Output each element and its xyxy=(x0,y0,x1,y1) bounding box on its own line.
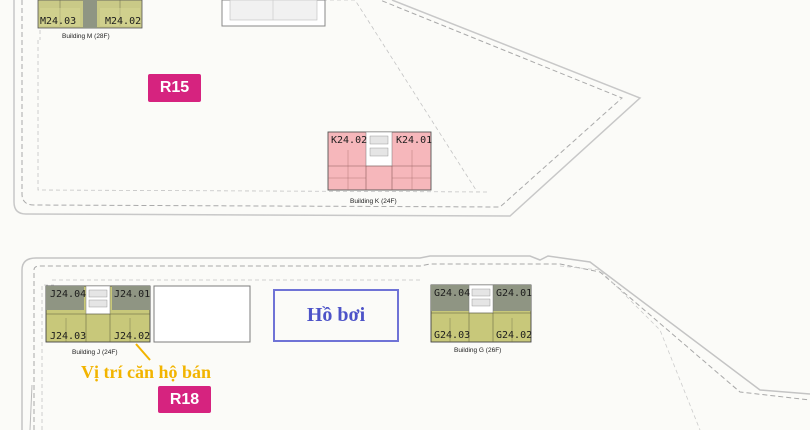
unit-label-m2402: M24.02 xyxy=(105,16,141,27)
amenity-area xyxy=(153,285,251,343)
building-m-caption: Building M (28F) xyxy=(62,33,110,40)
unit-label-g2403: G24.03 xyxy=(434,330,470,341)
unit-label-g2404: G24.04 xyxy=(434,288,470,299)
unit-label-g2402: G24.02 xyxy=(496,330,532,341)
top-structure xyxy=(221,0,326,27)
building-j-caption: Building J (24F) xyxy=(72,349,118,356)
note-pointer xyxy=(135,343,151,361)
building-j: J24.04 J24.01 J24.03 J24.02 Building J (… xyxy=(45,285,151,356)
unit-label-j2401: J24.01 xyxy=(114,289,150,300)
unit-label-m2403: M24.03 xyxy=(40,16,76,27)
unit-label-g2401: G24.01 xyxy=(496,288,532,299)
building-m: M24.03 M24.02 Building M (28F) xyxy=(37,0,143,40)
block-r18-outline xyxy=(21,255,810,430)
zone-badge-r18: R18 xyxy=(158,386,211,413)
sale-location-note: Vị trí căn hộ bán xyxy=(81,362,212,382)
building-k-caption: Building K (24F) xyxy=(350,198,397,205)
unit-label-j2403: J24.03 xyxy=(50,331,86,342)
unit-label-j2402: J24.02 xyxy=(114,331,150,342)
building-g-caption: Building G (26F) xyxy=(454,347,501,354)
unit-label-k2402: K24.02 xyxy=(331,135,367,146)
building-g: G24.04 G24.01 G24.03 G24.02 Building G (… xyxy=(430,284,532,354)
block-r15-outline xyxy=(13,0,642,217)
building-k: K24.02 K24.01 Building K (24F) xyxy=(327,131,432,205)
pool-label: Hồ bơi xyxy=(273,289,399,342)
zone-badge-r15: R15 xyxy=(148,74,201,102)
unit-label-j2404: J24.04 xyxy=(50,289,86,300)
unit-label-k2401: K24.01 xyxy=(396,135,432,146)
